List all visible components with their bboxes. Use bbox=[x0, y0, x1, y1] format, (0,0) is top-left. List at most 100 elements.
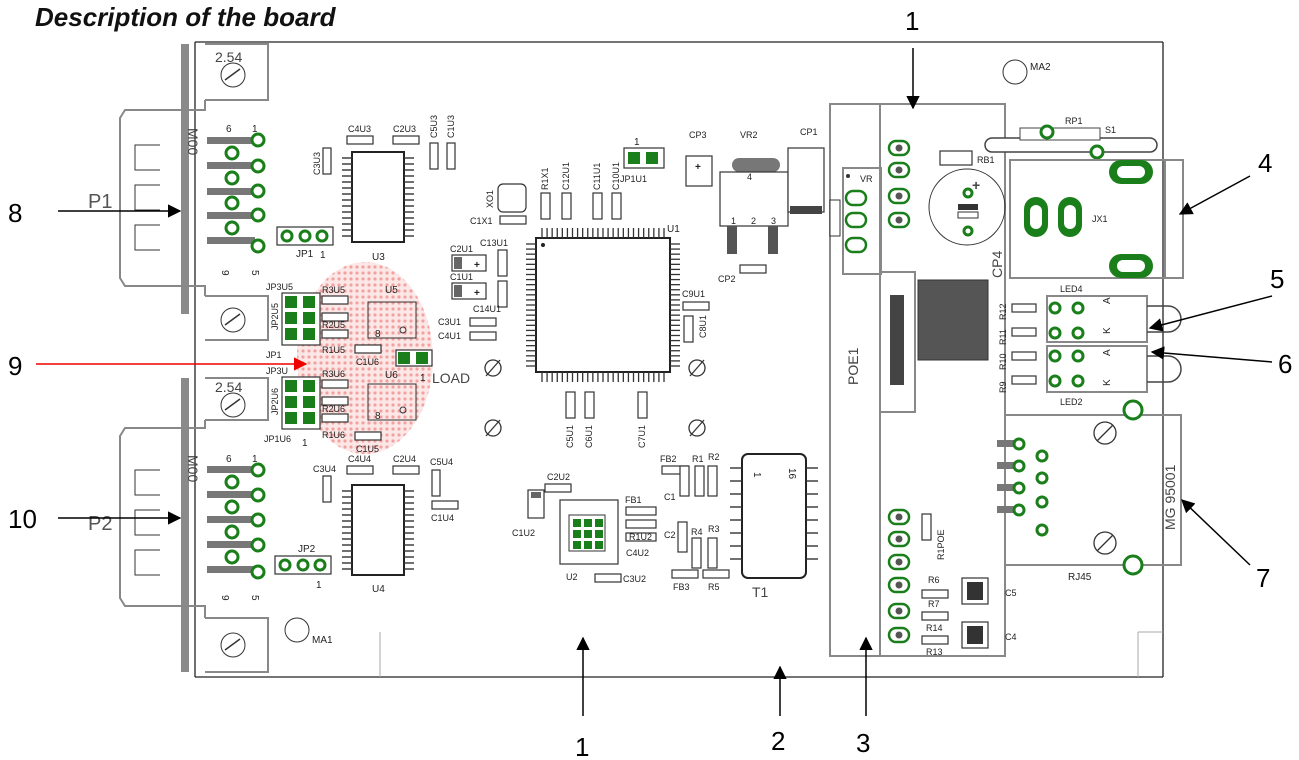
c4u1-label: C4U1 bbox=[438, 331, 461, 341]
mounting-hole-ma1 bbox=[284, 617, 310, 643]
vr2-label: VR2 bbox=[740, 130, 758, 140]
r1u2-label: R1U2 bbox=[629, 532, 652, 542]
load-label: LOAD bbox=[432, 370, 470, 386]
p1-m00-label: M00 bbox=[185, 128, 201, 155]
r9-label: R9 bbox=[998, 381, 1008, 393]
vr2-pin2-label: 2 bbox=[751, 216, 756, 226]
u6-pin1-label: 1 bbox=[302, 438, 308, 449]
c8u1-label: C8U1 bbox=[698, 315, 708, 338]
led2-label: LED2 bbox=[1060, 397, 1083, 407]
jp1-label: JP1 bbox=[296, 249, 314, 260]
u1-pins bbox=[526, 228, 680, 382]
chip-u3: U3 C4U3 C2U3 C5U3 C1U3 C3U3 bbox=[312, 115, 456, 263]
fb3-label: FB3 bbox=[673, 582, 690, 592]
jx1-label: JX1 bbox=[1092, 214, 1108, 224]
p2-pin6-label: 6 bbox=[226, 454, 232, 465]
vr2-pin1-label: 1 bbox=[731, 216, 736, 226]
s1-label: S1 bbox=[1105, 125, 1116, 135]
c2u4-label: C2U4 bbox=[393, 454, 416, 464]
r10-label: R10 bbox=[998, 353, 1008, 370]
callout-8: 8 bbox=[8, 198, 22, 228]
c1u2-label: C1U2 bbox=[512, 528, 535, 538]
rj45-connector: RJ45 MG 95001 bbox=[997, 399, 1182, 583]
r1-label: R1 bbox=[692, 454, 704, 464]
cp4-plus: + bbox=[972, 177, 980, 193]
u1-support-components: XO1 C1X1 R1X1 C12U1 C11U1 C10U1 JP1U1 1 … bbox=[438, 137, 710, 448]
callout-5: 5 bbox=[1270, 264, 1284, 294]
p1-pins bbox=[207, 132, 266, 254]
c3u1-label: C3U1 bbox=[438, 317, 461, 327]
callout-1-bottom: 1 bbox=[575, 732, 589, 760]
u6-pin8-label: 8 bbox=[375, 411, 381, 422]
led2-cathode-label: K bbox=[1102, 379, 1113, 386]
c3u2-label: C3U2 bbox=[623, 574, 646, 584]
p1-pin5-label: 5 bbox=[249, 270, 260, 276]
c1u3-label: C1U3 bbox=[446, 115, 456, 138]
r3u6-label: R3U6 bbox=[322, 369, 345, 379]
p1-pin9-label: 9 bbox=[219, 270, 230, 276]
page-title: Description of the board bbox=[35, 2, 336, 32]
xo1-label: XO1 bbox=[485, 190, 495, 208]
r1poe-label: R1POE bbox=[936, 529, 946, 560]
p1-label: P1 bbox=[88, 191, 112, 213]
mg-label: MG 95001 bbox=[1162, 464, 1178, 530]
r6-label: R6 bbox=[928, 575, 940, 585]
p2-pin1-label: 1 bbox=[252, 454, 258, 465]
ma1-label: MA1 bbox=[312, 635, 333, 646]
c2u2-label: C2U2 bbox=[547, 472, 570, 482]
connector-p2: P2 2.54 M00 6 1 9 5 bbox=[88, 377, 269, 673]
callout-4-arrow bbox=[1178, 175, 1251, 215]
transformer-t1: 1 16 T1 bbox=[730, 453, 818, 600]
jp1u6-label: JP1U6 bbox=[264, 434, 291, 444]
p1-pin1-label: 1 bbox=[252, 124, 258, 135]
connector-p1: P1 2.54 M00 6 1 9 5 bbox=[88, 43, 269, 341]
chip-u2-area: U2 C2U2 C1U2 C3U2 FB1 R1U2 C4U2 FB2 R1 R… bbox=[512, 452, 730, 592]
callout-9: 9 bbox=[8, 351, 22, 381]
u4-label: U4 bbox=[372, 584, 385, 595]
jp2u6-label: JP2U6 bbox=[270, 388, 280, 415]
led4-label: LED4 bbox=[1060, 284, 1083, 294]
r13-label: R13 bbox=[926, 647, 943, 657]
c5u4-label: C5U4 bbox=[430, 457, 453, 467]
c2-label: C2 bbox=[664, 530, 676, 540]
c5u3-label: C5U3 bbox=[429, 115, 439, 138]
c4u2-label: C4U2 bbox=[626, 548, 649, 558]
cp1-label: CP1 bbox=[800, 127, 818, 137]
c5u1-label: C5U1 bbox=[565, 425, 575, 448]
c11u1-label: C11U1 bbox=[592, 163, 602, 190]
p2-pin5-label: 5 bbox=[249, 595, 260, 601]
rp1-label: RP1 bbox=[1065, 116, 1083, 126]
leds: LED4 LED2 A K A K R12 R11 R10 R9 bbox=[998, 284, 1182, 407]
callouts: 1 1 2 3 4 5 6 7 8 9 10 bbox=[8, 6, 1292, 760]
jp3u5-label: JP3U5 bbox=[266, 282, 293, 292]
vr2-pin4-label: 4 bbox=[747, 172, 752, 182]
load-pin1-label: 1 bbox=[420, 373, 426, 384]
chip-u1 bbox=[535, 237, 671, 373]
chip-u4: U4 C4U4 C2U4 C3U4 C5U4 C1U4 bbox=[313, 454, 459, 595]
rb1-label: RB1 bbox=[977, 155, 995, 165]
u5-u6-area: U5 U6 8 8 1 JP3U5 JP2U5 JP1 R3U5 R2U5 R1… bbox=[264, 282, 470, 454]
c4u3-label: C4U3 bbox=[348, 124, 371, 134]
r11-label: R11 bbox=[998, 329, 1008, 345]
callout-7-arrow bbox=[1181, 499, 1251, 566]
led4-cathode-label: K bbox=[1102, 327, 1113, 334]
p1-pitch-label: 2.54 bbox=[215, 49, 242, 65]
callout-3: 3 bbox=[856, 728, 870, 758]
cp3-plus: + bbox=[695, 162, 701, 173]
callout-6-arrow bbox=[1150, 346, 1273, 363]
poe-module: POE1 R1POE R6 R7 R14 R13 C5 bbox=[829, 103, 1017, 657]
jp2-label: JP2 bbox=[298, 544, 316, 555]
voltage-regulator-area: + CP3 4 1 2 3 VR2 CP2 CP1 bbox=[685, 127, 825, 284]
jumper-jp1: JP1 1 bbox=[276, 226, 334, 261]
callout-6: 6 bbox=[1278, 349, 1292, 379]
jp1u5-label: JP1 bbox=[266, 350, 282, 360]
c4u4-label: C4U4 bbox=[348, 454, 371, 464]
callout-7: 7 bbox=[1256, 563, 1270, 593]
t1-pin1-label: 1 bbox=[751, 472, 762, 478]
c1u1-plus: + bbox=[474, 288, 480, 299]
c1u6-label: C1U6 bbox=[356, 357, 379, 367]
u5-pin8-label: 8 bbox=[375, 329, 381, 340]
t1-label: T1 bbox=[752, 584, 769, 600]
c1u1-label: C1U1 bbox=[450, 272, 473, 282]
c3u3-label: C3U3 bbox=[312, 152, 322, 175]
